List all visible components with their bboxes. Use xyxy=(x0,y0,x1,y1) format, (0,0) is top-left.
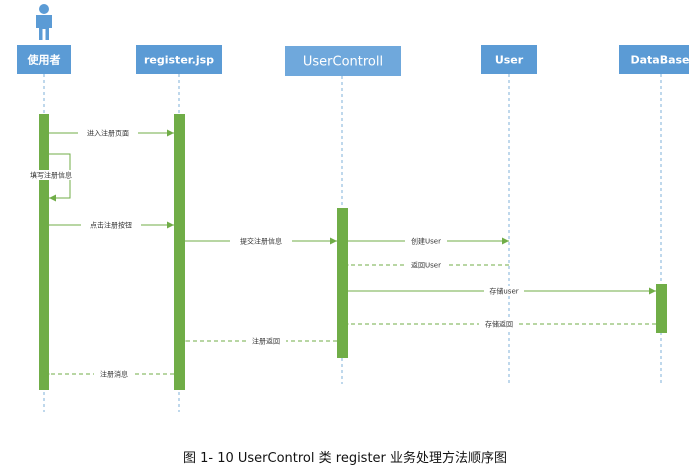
message-label: 返回User xyxy=(411,262,441,270)
participant-database: DataBase xyxy=(619,45,690,74)
participant-label: User xyxy=(495,54,524,67)
lifelines xyxy=(43,74,662,412)
message-store-return: 存储返回 xyxy=(341,319,656,329)
participant-label: DataBase xyxy=(630,54,689,67)
participant-user: User xyxy=(481,45,537,74)
message-label: 存储user xyxy=(489,287,518,296)
activation-bars xyxy=(39,114,667,390)
message-label: 创建User xyxy=(411,237,441,246)
participant-label: 使用者 xyxy=(27,53,61,67)
message-click-register-button: 点击注册按钮 xyxy=(49,220,174,230)
message-label: 填写注册信息 xyxy=(30,171,72,180)
participant-label: UserControll xyxy=(303,55,383,70)
participant-register-jsp: register.jsp xyxy=(136,45,222,74)
figure-caption: 图 1- 10 UserControl 类 register 业务处理方法顺序图 xyxy=(182,451,508,466)
message-label: 进入注册页面 xyxy=(87,129,129,138)
message-label: 点击注册按钮 xyxy=(90,221,132,230)
message-store-user: 存储user xyxy=(348,286,656,296)
message-register-return: 注册返回 xyxy=(178,336,337,346)
activation-database xyxy=(656,284,667,333)
message-label: 注册返回 xyxy=(252,337,280,346)
activation-user-controll xyxy=(337,208,348,358)
actor-icon xyxy=(36,4,52,40)
message-fill-register-info: 填写注册信息 xyxy=(20,153,82,202)
activation-register-jsp xyxy=(174,114,185,390)
message-label: 存储返回 xyxy=(485,320,513,329)
message-return-user: 返回User xyxy=(341,260,509,270)
message-register-message: 注册消息 xyxy=(42,369,174,379)
sequence-diagram: 使用者 register.jsp UserControll User DataB… xyxy=(17,4,690,412)
participant-user-actor: 使用者 xyxy=(17,45,71,74)
message-enter-register-page: 进入注册页面 xyxy=(49,128,174,138)
message-label: 注册消息 xyxy=(100,370,128,379)
message-create-user: 创建User xyxy=(348,236,509,246)
participant-user-controll: UserControll xyxy=(285,46,401,76)
message-submit-register-info: 提交注册信息 xyxy=(185,236,337,246)
message-label: 提交注册信息 xyxy=(240,237,282,246)
participant-label: register.jsp xyxy=(144,54,214,67)
activation-user-actor xyxy=(39,114,49,390)
